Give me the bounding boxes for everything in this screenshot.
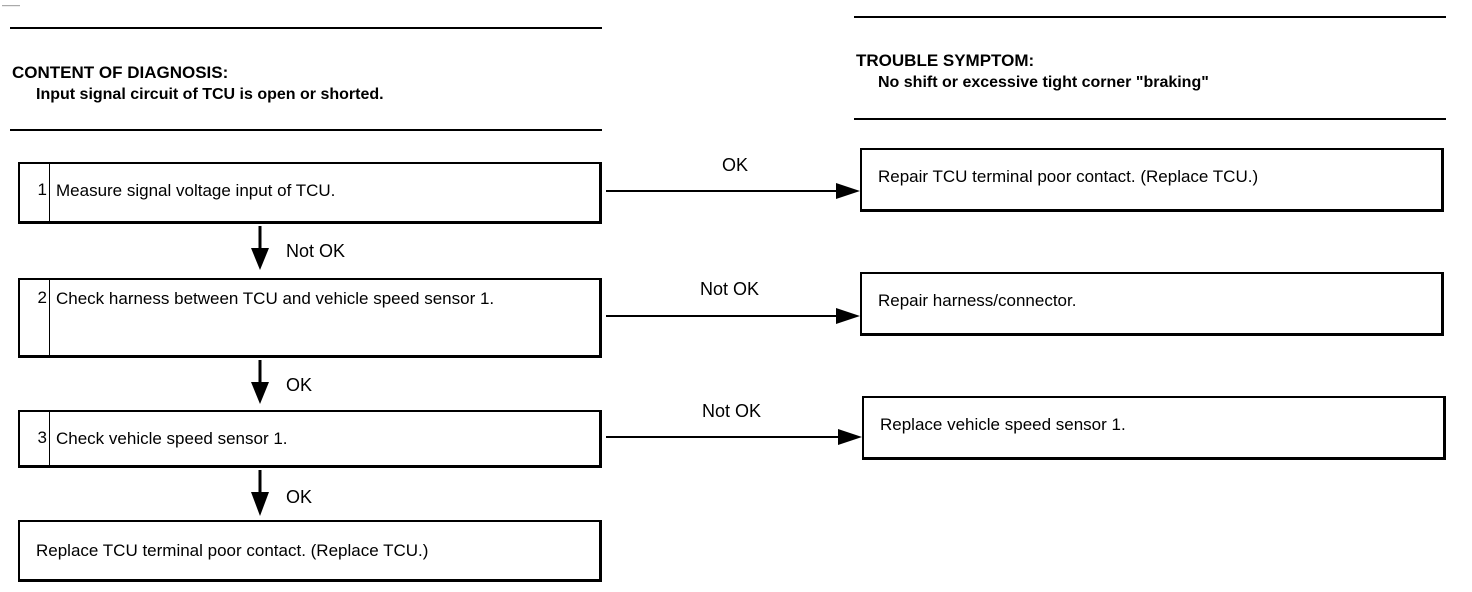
diagnosis-bottom-rule [10, 129, 602, 131]
right-label-2: Not OK [700, 279, 760, 299]
right-label-1: OK [722, 155, 749, 175]
step-1-number: 1 [20, 164, 50, 221]
symptom-top-rule [854, 16, 1446, 18]
diagnosis-detail: Input signal circuit of TCU is open or s… [36, 86, 384, 103]
diagnosis-heading: CONTENT OF DIAGNOSIS: [12, 63, 229, 82]
down-arrow-3 [251, 470, 269, 516]
step-3-text: Check vehicle speed sensor 1. [56, 429, 288, 448]
down-arrow-1 [251, 226, 269, 270]
result-1-box: Repair TCU terminal poor contact. (Repla… [860, 148, 1444, 212]
result-2-text: Repair harness/connector. [878, 291, 1077, 310]
step-2-box: 2 Check harness between TCU and vehicle … [18, 278, 602, 358]
step-1-text: Measure signal voltage input of TCU. [56, 181, 336, 200]
result-3-text: Replace vehicle speed sensor 1. [880, 415, 1126, 434]
step-3-number: 3 [20, 412, 50, 465]
result-3-box: Replace vehicle speed sensor 1. [862, 396, 1446, 460]
right-label-3: Not OK [702, 401, 762, 421]
corner-mark: —— [2, 0, 20, 10]
symptom-heading: TROUBLE SYMPTOM: [856, 51, 1035, 70]
final-result-text: Replace TCU terminal poor contact. (Repl… [36, 541, 429, 560]
symptom-detail: No shift or excessive tight corner "brak… [878, 74, 1209, 91]
result-1-text: Repair TCU terminal poor contact. (Repla… [878, 167, 1259, 186]
right-arrow-3 [606, 429, 862, 445]
final-result-box: Replace TCU terminal poor contact. (Repl… [18, 520, 602, 582]
down-arrow-2 [251, 360, 269, 404]
step-2-number: 2 [20, 280, 50, 355]
right-arrow-2 [606, 308, 860, 324]
down-label-2: OK [286, 375, 313, 395]
down-label-1: Not OK [286, 241, 346, 261]
right-arrow-1 [606, 183, 860, 199]
down-label-3: OK [286, 487, 313, 507]
step-1-box: 1 Measure signal voltage input of TCU. [18, 162, 602, 224]
step-2-text: Check harness between TCU and vehicle sp… [56, 289, 495, 308]
step-3-box: 3 Check vehicle speed sensor 1. [18, 410, 602, 468]
symptom-bottom-rule [854, 118, 1446, 120]
diagnosis-top-rule [10, 27, 602, 29]
result-2-box: Repair harness/connector. [860, 272, 1444, 336]
